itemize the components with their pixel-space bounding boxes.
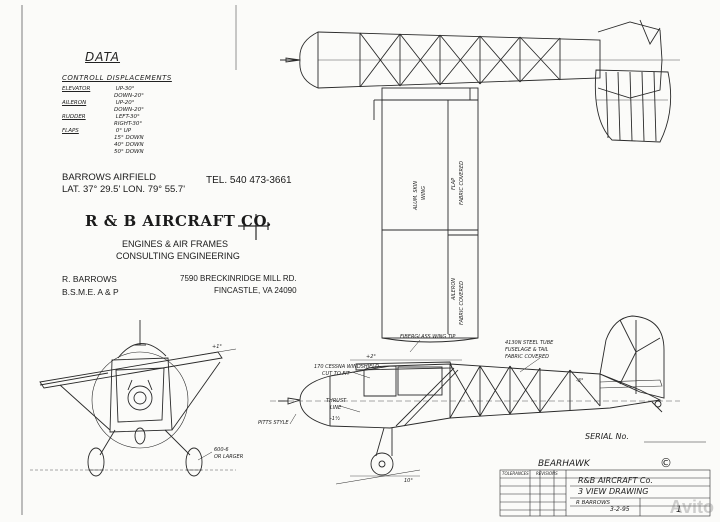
label-pitts: PITTS STYLE [258,420,289,426]
control-value: LEFT-30° [115,114,140,120]
control-value: UP-30° [115,86,135,92]
leader-lines [197,339,541,461]
control-row-flaps: FLAPS 0° UP [62,128,131,134]
company-name: R & B AIRCRAFT CO. [85,212,272,230]
telephone: TEL. 540 473-3661 [206,175,292,186]
label-aileron: AILERON [451,278,457,300]
control-value: DOWN-20° [114,93,144,99]
control-value-row: DOWN-20° [114,107,144,113]
control-value-row: 40° DOWN [114,142,144,148]
watermark: Avito [669,497,714,517]
engineer-name: R. BARROWS [62,274,117,284]
label-thrust-2: LINE [330,405,342,411]
lat-lon: LAT. 37° 29.5' LON. 79° 55.7' [62,184,186,195]
sheet-lines [21,5,237,515]
control-value: UP-20° [115,100,135,106]
label-windshield-1: 170 CESSNA WINDSHIELD [314,364,379,370]
label-tail-incidence: -3° [576,378,584,384]
control-row-aileron: AILERON UP-20° [62,100,135,106]
plane-logo-icon [238,214,269,240]
control-value-row: DOWN-20° [114,93,144,99]
tb-tolerances: TOLERANCES [502,471,529,476]
copyright-icon: © [660,456,672,470]
serial-number-label: SERIAL No. [585,432,629,441]
control-name: AILERON [62,100,87,106]
control-value-row: 15° DOWN [114,135,144,141]
label-thrust-1: THRUST [326,398,347,404]
engineering-line-2: CONSULTING ENGINEERING [116,251,240,261]
front-view [30,320,237,477]
control-value: 0° UP [115,128,132,134]
address-line-1: 7590 BRECKINRIDGE MILL RD. [180,274,297,283]
label-windshield-2: CUT TO FIT [322,371,350,377]
label-steel-tube-2: FUSELAGE & TAIL [505,347,549,353]
tb-drawn-by: R BARROWS [576,500,611,506]
control-value: 50° DOWN [114,149,144,155]
engineer-degree: B.S.M.E. A & P [62,287,119,297]
tb-revisions: REVISIONS [536,471,558,476]
tb-company: R&B AIRCRAFT Co. [578,476,653,485]
label-wing-tip: FIBERGLASS WING TIP [400,334,456,340]
label-flap: FLAP [451,177,457,190]
control-value: DOWN-20° [114,107,144,113]
controls-title: CONTROLL DISPLACEMENTS [62,74,172,82]
label-incidence: +2° [366,354,376,360]
data-title: DATA [85,50,121,64]
label-wing: WING [421,185,427,200]
control-name: FLAPS [62,128,79,134]
address-line-2: FINCASTLE, VA 24090 [214,286,297,295]
top-view-fuselage [280,19,680,99]
control-value: RIGHT-30° [114,121,143,127]
control-name: ELEVATOR [62,86,91,92]
tb-sheet: 1 [676,505,682,515]
control-value: 40° DOWN [114,142,144,148]
airfield-name: BARROWS AIRFIELD [62,172,156,183]
control-name: RUDDER [62,114,86,120]
label-dihedral: +1° [212,344,222,350]
control-row-rudder: RUDDER LEFT-30° [62,114,140,120]
control-value-row: RIGHT-30° [114,121,142,127]
rudder-top-right [594,69,672,143]
control-value-row: 50° DOWN [114,149,144,155]
model-name: BEARHAWK [538,459,590,469]
tb-date: 3-2-95 [610,506,630,513]
tb-drawing-title: 3 VIEW DRAWING [578,487,649,496]
control-row-elevator: ELEVATOR UP-30° [62,86,135,92]
label-alum-skin: ALUM. SKIN [413,180,419,210]
label-steel-tube-1: 4130N STEEL TUBE [505,340,554,346]
label-steel-tube-3: FABRIC COVERED [505,354,549,360]
top-view-wing [373,87,479,343]
control-value: 15° DOWN [114,135,144,141]
label-ground-angle: 10° [404,478,413,484]
label-tire-1: 600-6 [214,447,229,453]
label-aileron-fabric: FABRIC COVERED [459,281,465,325]
side-view [270,315,680,485]
label-thrust-angle: -1½ [330,416,340,422]
label-tire-2: OR LARGER [214,454,244,460]
label-flap-fabric: FABRIC COVERED [459,161,465,205]
engineering-line-1: ENGINES & AIR FRAMES [122,239,229,249]
title-block [499,469,711,517]
